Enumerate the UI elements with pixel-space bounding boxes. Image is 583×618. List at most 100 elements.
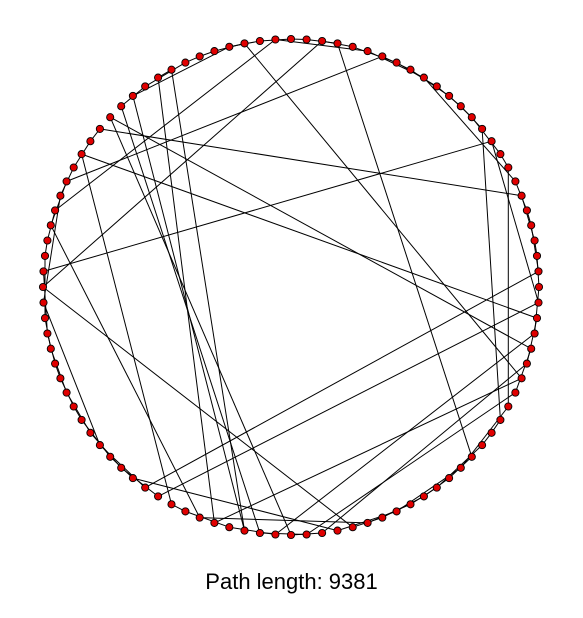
path-length-caption: Path length: (205, 569, 323, 594)
tour-edge (50, 225, 201, 518)
city-node (467, 113, 476, 122)
city-node (51, 206, 60, 215)
city-node (392, 58, 401, 67)
city-node (406, 500, 415, 509)
city-node (46, 344, 55, 353)
tour-edge (396, 467, 462, 512)
city-node (456, 102, 465, 111)
city-node (43, 236, 52, 245)
city-node (478, 441, 487, 450)
city-node (167, 500, 176, 509)
city-node (517, 374, 526, 383)
city-node (38, 282, 48, 292)
city-node (363, 47, 372, 56)
tour-edge (157, 77, 215, 523)
city-node (56, 191, 65, 200)
city-node (39, 298, 48, 307)
city-node (210, 47, 219, 56)
city-node (62, 388, 71, 397)
tour-canvas (38, 34, 544, 540)
tour-edge (109, 117, 292, 536)
city-node (406, 65, 415, 74)
city-node (302, 35, 311, 44)
tour-edge (471, 116, 501, 155)
city-node (511, 177, 520, 186)
city-node (95, 124, 104, 133)
city-node (106, 113, 115, 122)
city-node (522, 359, 531, 368)
tour-edge (199, 517, 368, 524)
city-node (363, 518, 372, 527)
city-node (504, 402, 513, 411)
city-node (532, 251, 542, 260)
city-node (225, 523, 234, 532)
city-node (106, 452, 115, 461)
city-node (534, 267, 543, 276)
city-node (318, 36, 327, 46)
tour-edge (54, 39, 276, 211)
city-node (530, 236, 539, 245)
city-node (527, 344, 536, 353)
city-node (225, 42, 234, 51)
city-node (527, 221, 536, 230)
city-node (419, 492, 428, 501)
city-node (128, 91, 137, 100)
city-node (496, 150, 505, 159)
city-node (522, 206, 531, 215)
path-length-label: Path length:9381 (0, 569, 583, 595)
tour-edge (275, 333, 535, 535)
city-node (77, 415, 86, 424)
city-node (86, 428, 95, 437)
city-node (271, 530, 280, 539)
city-node (534, 298, 543, 307)
city-node (95, 441, 104, 450)
tour-edge (157, 302, 539, 497)
city-node (69, 402, 78, 411)
city-node (40, 251, 50, 260)
tour-edge (514, 348, 532, 393)
city-node (195, 513, 204, 522)
city-node (378, 52, 387, 61)
city-node (51, 359, 60, 368)
tour-edge (43, 302, 101, 446)
city-node (432, 483, 441, 492)
city-node (56, 374, 65, 383)
path-length-value: 9381 (328, 569, 378, 594)
city-node (255, 528, 264, 538)
city-node (69, 163, 78, 172)
tour-edge (144, 62, 186, 87)
city-node (154, 492, 163, 501)
city-node (445, 474, 454, 483)
tour-edge (337, 43, 473, 457)
tour-edge (521, 195, 536, 241)
tour-edge (460, 406, 509, 469)
tour-edge (306, 392, 516, 535)
city-node (378, 513, 387, 522)
tour-edge (42, 286, 354, 528)
tour-edge (109, 116, 532, 350)
city-node (141, 82, 150, 91)
city-node (43, 329, 52, 338)
city-node (487, 137, 496, 146)
tour-edge (66, 392, 91, 434)
city-node (62, 177, 71, 186)
tour-edge (81, 153, 538, 319)
tour-edge (185, 510, 230, 528)
tour-edge (132, 477, 338, 532)
city-node (240, 39, 249, 48)
city-node (117, 463, 126, 472)
city-nodes (38, 34, 544, 540)
tour-edge (42, 40, 323, 288)
tour-edge (132, 95, 245, 531)
city-node (39, 267, 48, 276)
city-node (496, 415, 505, 424)
city-node (86, 137, 95, 146)
city-node (255, 36, 264, 46)
city-node (445, 91, 454, 100)
city-node (302, 530, 311, 539)
tour-edge (171, 69, 245, 531)
city-node (487, 428, 496, 437)
tour-edge (214, 377, 522, 524)
city-node (318, 528, 327, 538)
city-node (517, 191, 526, 200)
